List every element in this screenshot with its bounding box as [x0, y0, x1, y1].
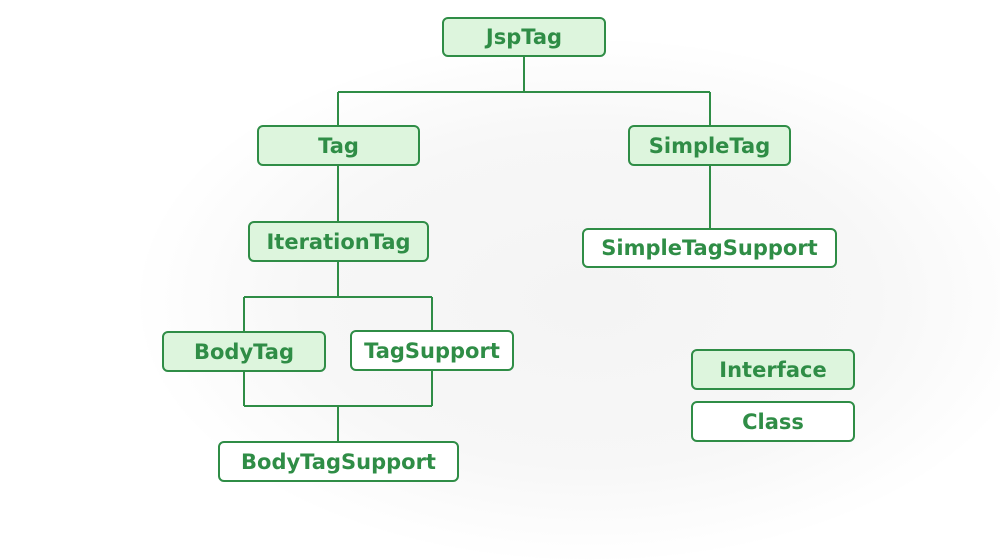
- node-simpletag: SimpleTag: [628, 125, 791, 166]
- diagram-canvas: JspTag Tag SimpleTag IterationTag Simple…: [140, 17, 1000, 560]
- node-jsptag-label: JspTag: [485, 25, 563, 49]
- node-simpletagsupport-label: SimpleTagSupport: [601, 236, 818, 260]
- node-tag: Tag: [257, 125, 420, 166]
- node-simpletagsupport: SimpleTagSupport: [582, 228, 837, 268]
- legend-class-label: Class: [742, 409, 804, 434]
- legend-interface-label: Interface: [719, 357, 827, 382]
- node-bodytag-label: BodyTag: [194, 339, 294, 364]
- node-bodytag: BodyTag: [162, 331, 326, 372]
- legend-class: Class: [691, 401, 855, 442]
- node-jsptag: JspTag: [442, 17, 606, 57]
- connector-lines: [243, 57, 711, 442]
- node-tagsupport-label: TagSupport: [364, 338, 500, 363]
- node-iterationtag-label: IterationTag: [266, 229, 411, 254]
- node-bodytagsupport-label: BodyTagSupport: [241, 449, 436, 474]
- node-simpletag-label: SimpleTag: [648, 133, 771, 158]
- node-iterationtag: IterationTag: [248, 221, 429, 262]
- node-tagsupport: TagSupport: [350, 330, 514, 371]
- node-bodytagsupport: BodyTagSupport: [218, 441, 459, 482]
- node-tag-label: Tag: [318, 133, 359, 158]
- legend-interface: Interface: [691, 349, 855, 390]
